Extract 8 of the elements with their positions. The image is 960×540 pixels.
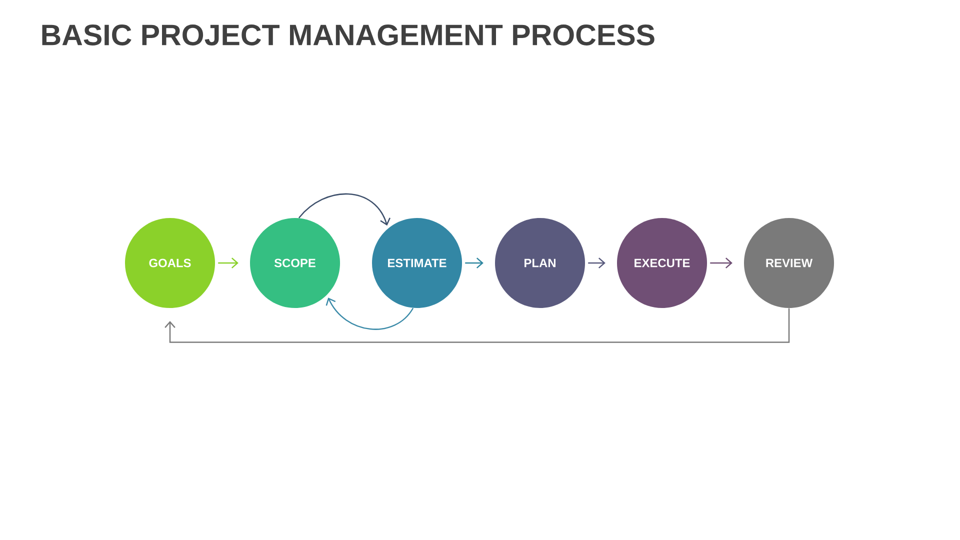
- arrow: [326, 298, 414, 330]
- arrow: [164, 308, 790, 343]
- arrow: [710, 258, 732, 268]
- arrow: [465, 258, 484, 268]
- arrow: [218, 258, 238, 268]
- arrow: [588, 258, 606, 268]
- title: BASIC PROJECT MANAGEMENT PROCESS: [42, 24, 654, 46]
- arrow: [298, 193, 390, 226]
